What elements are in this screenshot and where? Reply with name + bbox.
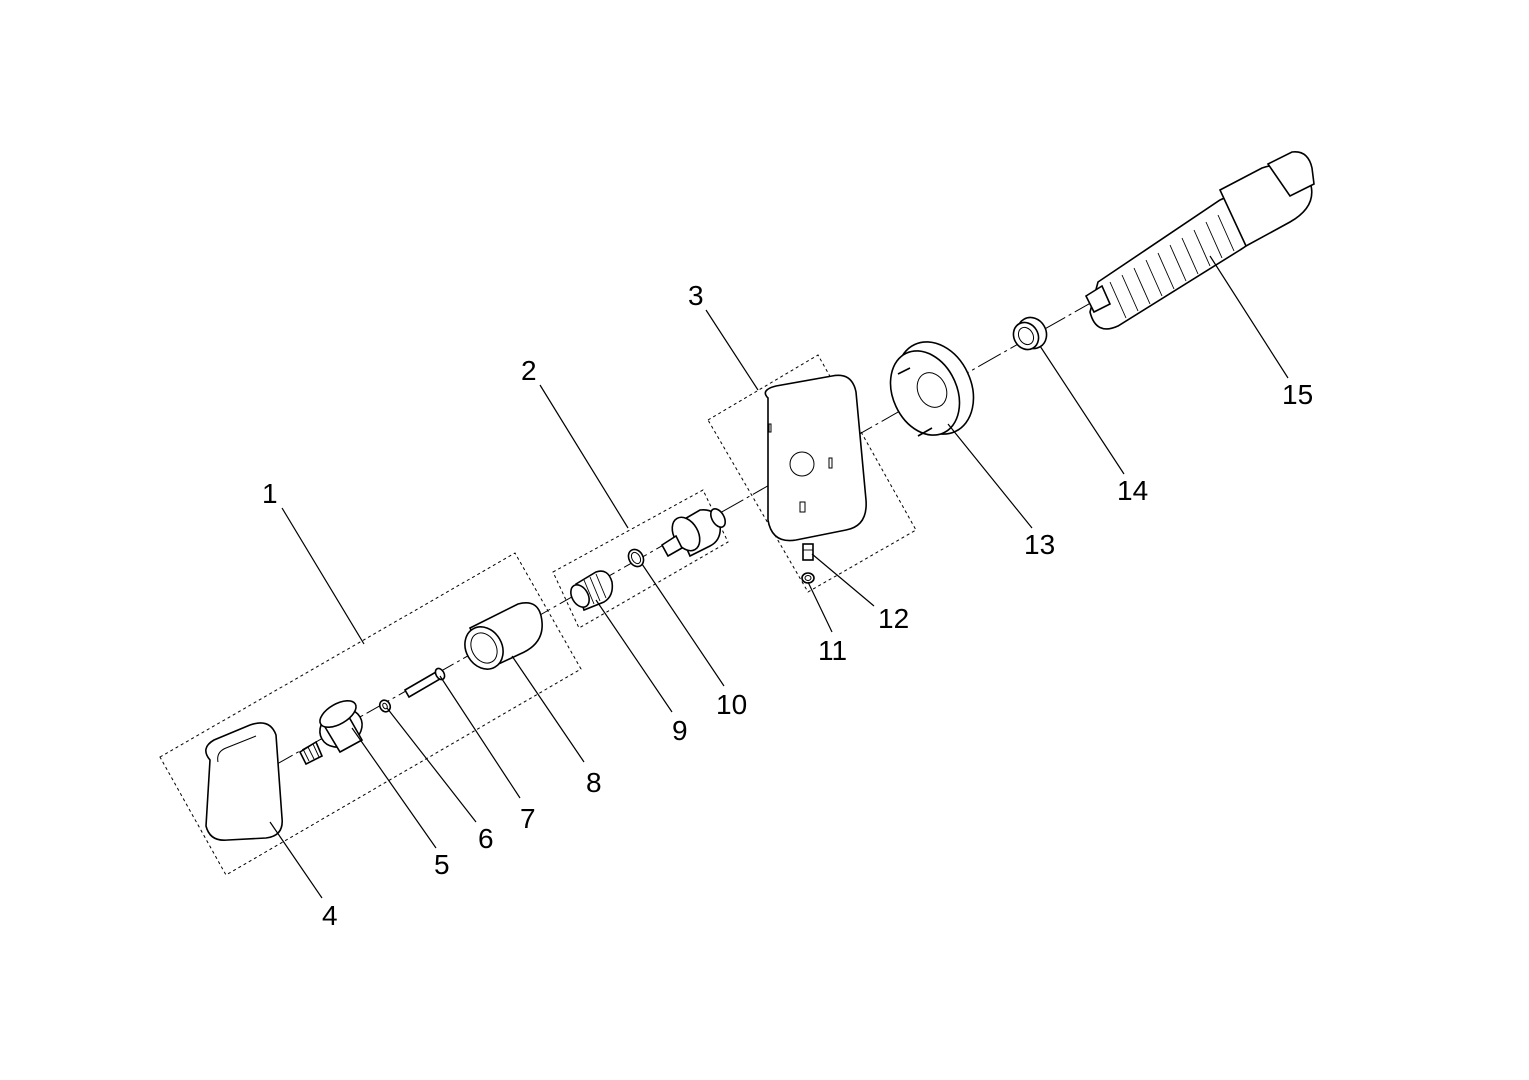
- leader-4: [269, 821, 323, 899]
- leader-11: [807, 581, 833, 633]
- leader-1: [281, 507, 365, 645]
- callout-5: 5: [434, 849, 450, 880]
- leader-10: [641, 563, 725, 687]
- callout-13: 13: [1024, 529, 1055, 560]
- part-2-cartridge-adapter: [660, 508, 727, 558]
- leader-15: [1209, 255, 1289, 379]
- part-8-sleeve: [464, 602, 543, 670]
- part-5-spindle-adapter: [298, 699, 364, 766]
- callout-4: 4: [322, 900, 338, 931]
- leader-lines: [269, 255, 1289, 899]
- callout-14: 14: [1117, 475, 1148, 506]
- callout-7: 7: [520, 803, 536, 834]
- group-box-3: [707, 354, 917, 593]
- part-11-nut: [801, 572, 815, 584]
- part-9-splined-adapter: [570, 570, 614, 612]
- callout-1: 1: [262, 478, 278, 509]
- leader-6: [386, 707, 477, 823]
- leader-12: [811, 553, 875, 607]
- callout-9: 9: [672, 715, 688, 746]
- leader-2: [539, 384, 629, 529]
- leader-14: [1039, 345, 1125, 475]
- group-box-1: [159, 552, 582, 876]
- leader-5: [351, 727, 437, 849]
- callout-12: 12: [878, 603, 909, 634]
- cartridge-ribbing: [1109, 214, 1235, 319]
- leader-9: [595, 599, 673, 713]
- callout-2: 2: [521, 355, 537, 386]
- callout-6: 6: [478, 823, 494, 854]
- callout-3: 3: [688, 280, 704, 311]
- part-7-extension-rod: [403, 667, 446, 699]
- part-4-handle-cap: [205, 722, 283, 842]
- leader-8: [511, 655, 585, 763]
- callout-11: 11: [818, 635, 847, 666]
- leader-3: [705, 309, 759, 391]
- part-3-escutcheon-plate: [764, 374, 867, 542]
- part-10-o-ring: [627, 548, 645, 568]
- part-13-mounting-flange: [889, 341, 975, 437]
- callout-15: 15: [1282, 379, 1313, 410]
- part-15-cartridge: [1084, 151, 1315, 330]
- group-box-2: [552, 489, 729, 629]
- leader-13: [947, 423, 1033, 529]
- callout-10: 10: [716, 689, 747, 720]
- callout-8: 8: [586, 767, 602, 798]
- callout-numbers: 1 2 3 4 5 6 7 8 9 10 11 12 13 14 15: [262, 280, 1313, 931]
- part-14-bushing: [1012, 316, 1048, 351]
- leader-7: [439, 675, 521, 799]
- part-12-set-screw: [802, 543, 814, 561]
